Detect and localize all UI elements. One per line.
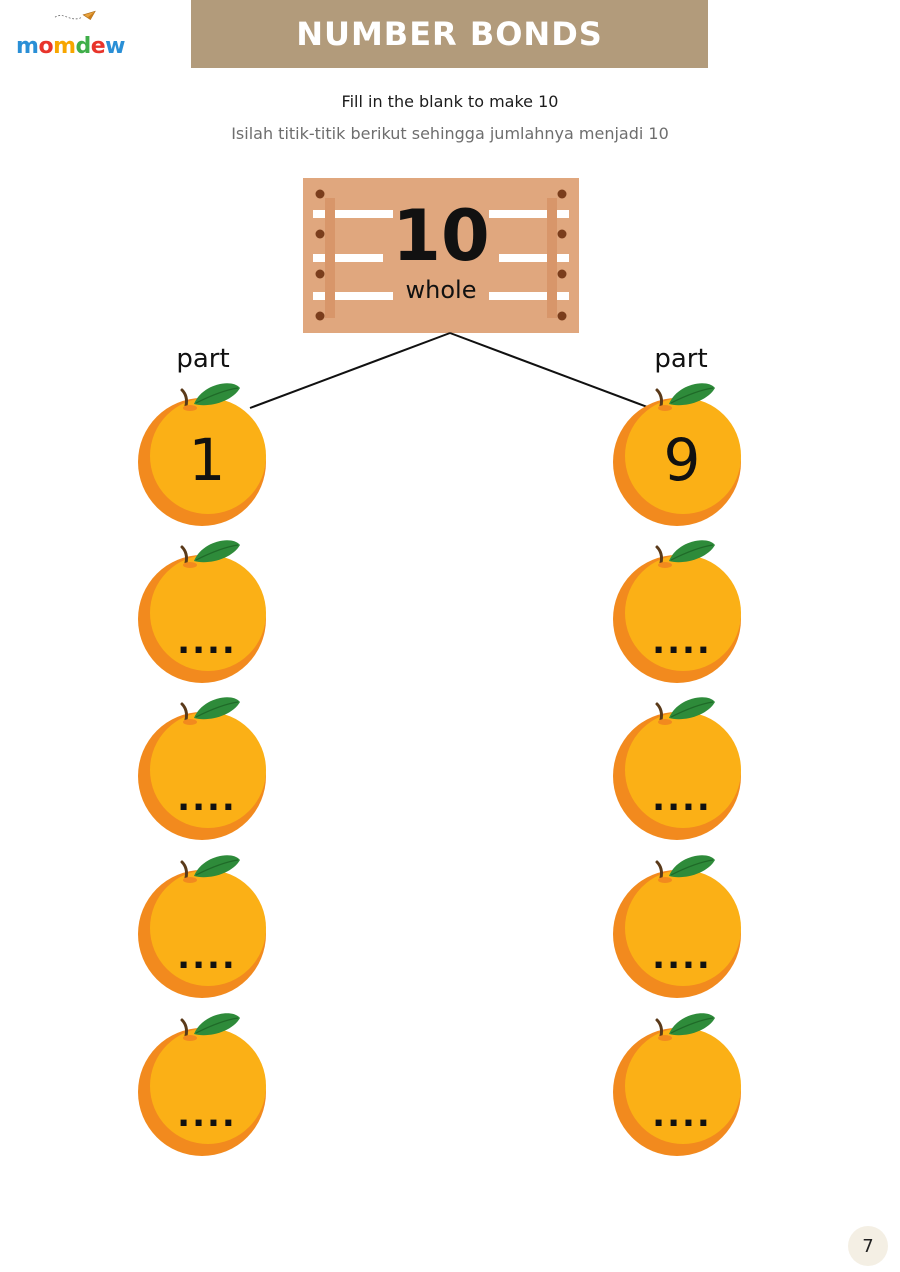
blank-answer-dots[interactable]: ....	[177, 779, 237, 819]
blank-answer-dots[interactable]: ....	[177, 937, 237, 977]
orange-icon	[613, 697, 741, 840]
blank-answer-dots[interactable]: ....	[652, 779, 712, 819]
whole-number: 10	[392, 195, 490, 277]
orange-icon	[138, 1013, 266, 1156]
orange-icon	[613, 383, 741, 526]
instruction-english: Fill in the blank to make 10	[341, 92, 559, 111]
momdew-logo: momdew	[16, 34, 125, 59]
part-value: 1	[188, 426, 226, 494]
blank-answer-dots[interactable]: ....	[652, 1095, 712, 1135]
part-label-right: part	[654, 344, 708, 374]
wooden-crate	[303, 178, 579, 333]
paper-plane-icon	[54, 10, 96, 21]
blank-answer-dots[interactable]: ....	[652, 937, 712, 977]
instruction-indonesian: Isilah titik-titik berikut sehingga juml…	[231, 124, 669, 143]
orange-icon	[138, 697, 266, 840]
page-number: 7	[848, 1226, 888, 1266]
orange-icon	[138, 383, 266, 526]
orange-icon	[613, 540, 741, 683]
whole-label: whole	[405, 276, 477, 304]
orange-icon	[613, 855, 741, 998]
blank-answer-dots[interactable]: ....	[177, 622, 237, 662]
part-label-left: part	[176, 344, 230, 374]
blank-answer-dots[interactable]: ....	[177, 1095, 237, 1135]
title-banner: NUMBER BONDS	[191, 0, 708, 68]
part-value: 9	[663, 426, 701, 494]
orange-icon	[138, 540, 266, 683]
page-title: NUMBER BONDS	[296, 15, 603, 53]
blank-answer-dots[interactable]: ....	[652, 622, 712, 662]
orange-icon	[613, 1013, 741, 1156]
orange-icon	[138, 855, 266, 998]
